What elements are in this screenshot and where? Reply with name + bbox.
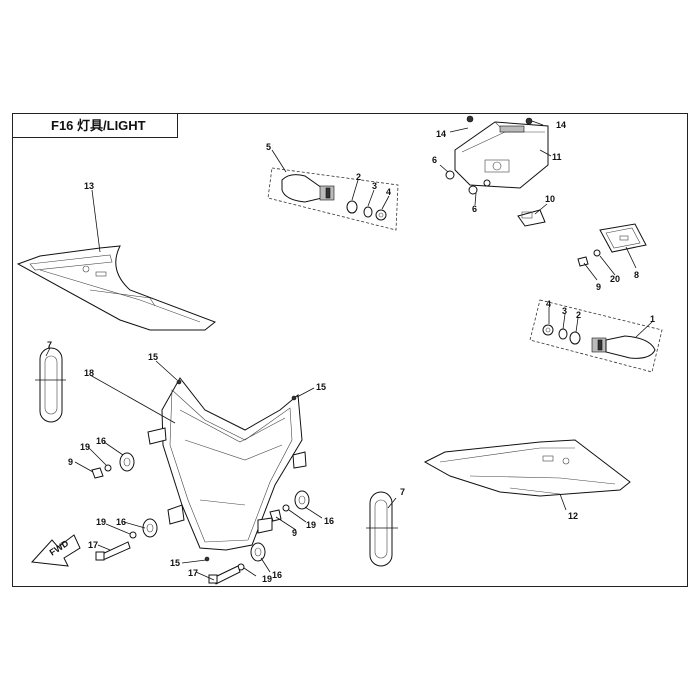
callout-9: 9 xyxy=(596,282,601,292)
leader-lines xyxy=(45,120,653,581)
callout-7: 7 xyxy=(400,487,405,497)
callout-12: 12 xyxy=(568,511,578,521)
callout-17: 17 xyxy=(188,568,198,578)
callout-19: 19 xyxy=(96,517,106,527)
callout-16: 16 xyxy=(324,516,334,526)
callout-5: 5 xyxy=(266,142,271,152)
callout-10: 10 xyxy=(545,194,555,204)
callout-16: 16 xyxy=(116,517,126,527)
fwd-arrow: FWD xyxy=(30,534,81,567)
callout-16: 16 xyxy=(272,570,282,580)
reflector-left xyxy=(35,347,66,423)
diagram-title: F16 灯具/LIGHT xyxy=(12,113,178,138)
callout-19: 19 xyxy=(262,574,272,584)
callout-15: 15 xyxy=(316,382,326,392)
callout-9: 9 xyxy=(68,457,73,467)
callout-2: 2 xyxy=(576,310,581,320)
callout-11: 11 xyxy=(552,152,562,162)
callout-20: 20 xyxy=(610,274,620,284)
callout-7: 7 xyxy=(47,340,52,350)
callout-15: 15 xyxy=(148,352,158,362)
license-lamp xyxy=(577,223,647,267)
callout-14: 14 xyxy=(436,129,446,139)
callout-13: 13 xyxy=(84,181,94,191)
callout-19: 19 xyxy=(306,520,316,530)
reflector-right xyxy=(366,491,398,567)
callout-18: 18 xyxy=(84,368,94,378)
callout-2: 2 xyxy=(356,172,361,182)
callout-15: 15 xyxy=(170,558,180,568)
callout-9: 9 xyxy=(292,528,297,538)
callout-8: 8 xyxy=(634,270,639,280)
small-bulb xyxy=(517,209,546,227)
callout-6: 6 xyxy=(472,204,477,214)
side-panel-left xyxy=(16,245,216,331)
diagram-frame xyxy=(12,113,688,587)
turn-signal-right xyxy=(529,299,663,373)
callout-6: 6 xyxy=(432,155,437,165)
side-panel-right xyxy=(423,439,631,497)
callout-19: 19 xyxy=(80,442,90,452)
headlight xyxy=(147,377,307,562)
callout-17: 17 xyxy=(88,540,98,550)
callout-4: 4 xyxy=(546,299,551,309)
callout-1: 1 xyxy=(650,314,655,324)
callout-16: 16 xyxy=(96,436,106,446)
callout-4: 4 xyxy=(386,187,391,197)
turn-signal-left xyxy=(267,167,399,231)
tail-lamp xyxy=(445,115,549,195)
callout-3: 3 xyxy=(372,181,377,191)
hardware-left xyxy=(91,452,158,561)
callout-14: 14 xyxy=(556,120,566,130)
callout-labels: 13 5 2 3 4 14 14 6 6 11 10 8 20 9 1 4 3 … xyxy=(47,120,655,584)
callout-3: 3 xyxy=(562,306,567,316)
